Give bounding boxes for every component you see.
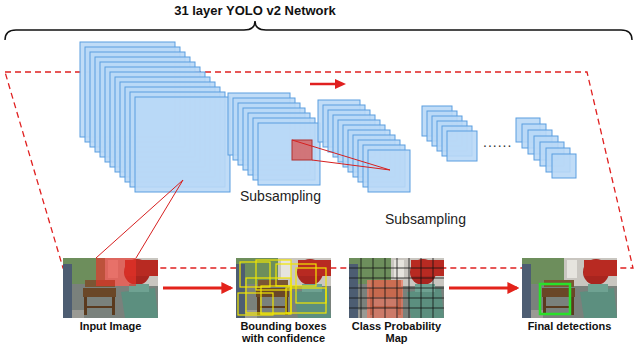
- panel-caption: Final detections: [521, 320, 618, 332]
- scene-image: [63, 258, 158, 318]
- grid-line: [349, 278, 444, 279]
- grid-line: [349, 298, 444, 299]
- bounding-box: [286, 288, 326, 313]
- scene-image: [349, 258, 444, 318]
- bounding-box: [238, 293, 273, 315]
- bounding-box: [240, 262, 270, 287]
- grid-line: [349, 268, 444, 269]
- scene-image: [236, 258, 331, 318]
- projection-line: [136, 180, 183, 258]
- receptive-field: [96, 258, 136, 286]
- stage-label: Subsampling: [385, 211, 466, 228]
- grid-line: [349, 288, 444, 289]
- network-bracket: [5, 21, 632, 40]
- panel-caption: Input Image: [62, 320, 159, 332]
- feature-map: [258, 123, 320, 185]
- feature-map: [368, 150, 410, 192]
- feature-map: [552, 154, 576, 178]
- feature-map: [135, 97, 230, 192]
- image-panel: Final detections: [521, 258, 618, 332]
- feature-map: [447, 131, 477, 161]
- stage-label: Subsampling: [240, 188, 321, 205]
- image-panel: Class Probability Map: [348, 258, 445, 344]
- grid: [349, 258, 444, 318]
- flow-arrow-head: [335, 79, 346, 89]
- bounding-box: [246, 278, 291, 313]
- layer-stack: [228, 93, 320, 185]
- grid-line: [349, 308, 444, 309]
- layer-stack: [318, 100, 410, 192]
- bounding-boxes: [238, 260, 326, 315]
- detection-box: [540, 284, 570, 314]
- projection-line: [292, 140, 390, 170]
- flow-arrow: [163, 287, 231, 290]
- bounding-box: [296, 268, 326, 303]
- flow-arrow: [449, 287, 517, 290]
- panel-caption: Bounding boxes with confidence: [235, 320, 332, 344]
- image-panel: Input Image: [62, 258, 159, 332]
- scene-image: [522, 258, 617, 318]
- layer-stack: [516, 118, 576, 178]
- layer-stack: [422, 106, 477, 161]
- continuation-dots: ......: [483, 134, 512, 151]
- layer-stack: [80, 42, 230, 192]
- panel-caption: Class Probability Map: [348, 320, 445, 344]
- image-panel: Bounding boxes with confidence: [235, 258, 332, 344]
- flow-arrow-shaft: [310, 83, 337, 86]
- projection-line: [312, 160, 390, 170]
- projection-line: [96, 180, 183, 258]
- diagram-title: 31 layer YOLO v2 Network: [174, 3, 336, 18]
